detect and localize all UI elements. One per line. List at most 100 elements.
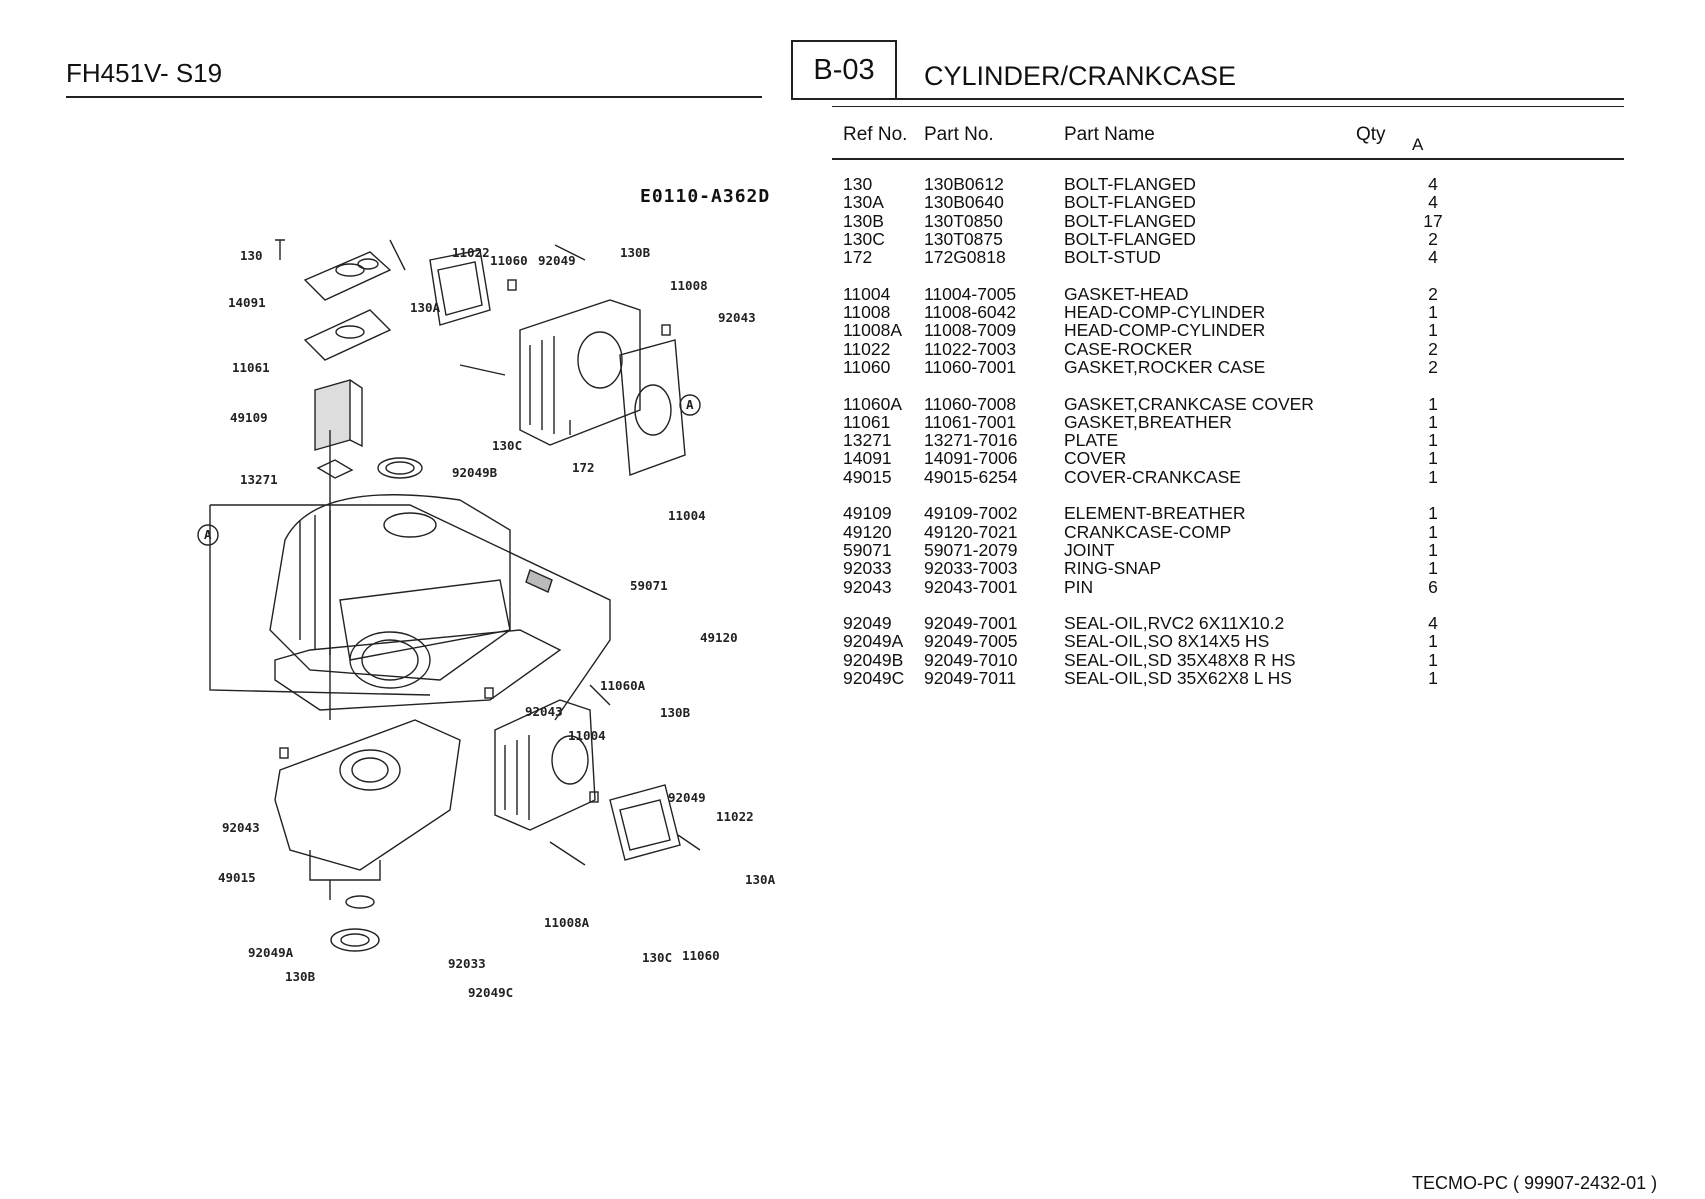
- group-gap: [843, 376, 1443, 394]
- qty: 1: [1428, 430, 1438, 451]
- qty: 4: [1428, 247, 1438, 268]
- parts-row: 172 172G0818 BOLT-STUD 4: [843, 247, 1443, 268]
- ref-no: 11008: [843, 302, 891, 323]
- parts-row: 49120 49120-7021 CRANKCASE-COMP 1: [843, 521, 1443, 542]
- diagram-ref-label: 130A: [745, 872, 776, 887]
- part-no: 130B0640: [924, 192, 1004, 213]
- diagram-ref-label: 92049A: [248, 945, 294, 960]
- diagram-ref-label: 59071: [630, 578, 668, 593]
- part-name: JOINT: [1064, 539, 1115, 560]
- part-name: CRANKCASE-COMP: [1064, 521, 1232, 542]
- part-no: 11004-7005: [924, 283, 1017, 304]
- ref-no: 92033: [843, 558, 892, 579]
- ref-no: 92043: [843, 576, 892, 597]
- qty: 1: [1428, 649, 1438, 670]
- ref-no: 130C: [843, 228, 885, 249]
- part-no: 172G0818: [924, 247, 1006, 268]
- ref-no: 11060: [843, 356, 891, 377]
- part-no: 49109-7002: [924, 503, 1018, 524]
- diagram-code: E0110-A362D: [640, 186, 771, 207]
- part-no: 49120-7021: [924, 521, 1018, 542]
- qty: 1: [1428, 448, 1438, 469]
- ref-no: 92049A: [843, 631, 904, 652]
- part-no: 92049-7005: [924, 631, 1018, 652]
- part-name: COVER-CRANKCASE: [1064, 466, 1241, 487]
- ref-no: 49120: [843, 521, 892, 542]
- col-header-qty: Qty: [1356, 124, 1386, 145]
- qty: 4: [1428, 174, 1438, 194]
- diagram-ref-label: 11004: [568, 728, 606, 743]
- ref-no: 92049C: [843, 668, 905, 689]
- diagram-ref-label: 92049C: [468, 985, 513, 1000]
- ref-no: 11061: [843, 411, 891, 432]
- diagram-ref-label: 49120: [700, 630, 738, 645]
- qty: 1: [1428, 411, 1438, 432]
- part-name: HEAD-COMP-CYLINDER: [1064, 320, 1266, 341]
- ref-no: 172: [843, 247, 873, 268]
- part-name: BOLT-FLANGED: [1064, 210, 1196, 231]
- part-name: COVER: [1064, 448, 1127, 469]
- ref-no: 13271: [843, 430, 892, 451]
- part-no: 11060-7001: [924, 356, 1017, 377]
- diagram-ref-label: 11008: [670, 278, 708, 293]
- part-no: 11061-7001: [924, 411, 1017, 432]
- qty: 6: [1428, 576, 1438, 597]
- qty: 17: [1423, 210, 1443, 231]
- diagram-ref-label: 92043: [525, 704, 563, 719]
- title-rule-thin: [832, 106, 1624, 107]
- qty: 2: [1428, 283, 1438, 304]
- qty: 1: [1428, 302, 1438, 323]
- part-no: 92033-7003: [924, 558, 1018, 579]
- diagram-ref-label: 130: [240, 248, 263, 263]
- diagram-ref-label: 172: [572, 460, 595, 475]
- part-name: GASKET,ROCKER CASE: [1064, 356, 1266, 377]
- parts-row: 11008 11008-6042 HEAD-COMP-CYLINDER 1: [843, 302, 1443, 323]
- part-no: 92043-7001: [924, 576, 1018, 597]
- diagram-ref-label: 11060: [682, 948, 720, 963]
- part-name: BOLT-STUD: [1064, 247, 1161, 268]
- model-rule: [66, 96, 762, 98]
- diagram-ref-label: 130A: [410, 300, 441, 315]
- qty: 1: [1428, 320, 1438, 341]
- part-no: 14091-7006: [924, 448, 1018, 469]
- group-gap: [843, 486, 1443, 504]
- ref-no: 130A: [843, 192, 884, 213]
- diagram-ref-label: 130B: [285, 969, 316, 984]
- qty: 1: [1428, 521, 1438, 542]
- ref-no: 11060A: [843, 393, 903, 414]
- diagram-ref-label: 49015: [218, 870, 256, 885]
- diagram-ref-label: 92043: [718, 310, 756, 325]
- part-no: 11008-6042: [924, 302, 1017, 323]
- ref-no: 11004: [843, 283, 891, 304]
- part-no: 11060-7008: [924, 393, 1017, 414]
- diagram-ref-label: 13271: [240, 472, 278, 487]
- part-name: HEAD-COMP-CYLINDER: [1064, 302, 1266, 323]
- title-rule: [832, 98, 1624, 100]
- qty: 1: [1428, 503, 1438, 524]
- qty: 1: [1428, 539, 1438, 560]
- ref-no: 14091: [843, 448, 892, 469]
- diagram-ref-label: 130C: [492, 438, 522, 453]
- diagram-ref-label: 11022: [452, 245, 490, 260]
- part-name: ELEMENT-BREATHER: [1064, 503, 1246, 524]
- group-gap: [843, 266, 1443, 284]
- part-name: GASKET,CRANKCASE COVER: [1064, 393, 1314, 414]
- ref-no: 92049: [843, 613, 892, 634]
- part-no: 11022-7003: [924, 338, 1017, 359]
- part-name: CASE-ROCKER: [1064, 338, 1193, 359]
